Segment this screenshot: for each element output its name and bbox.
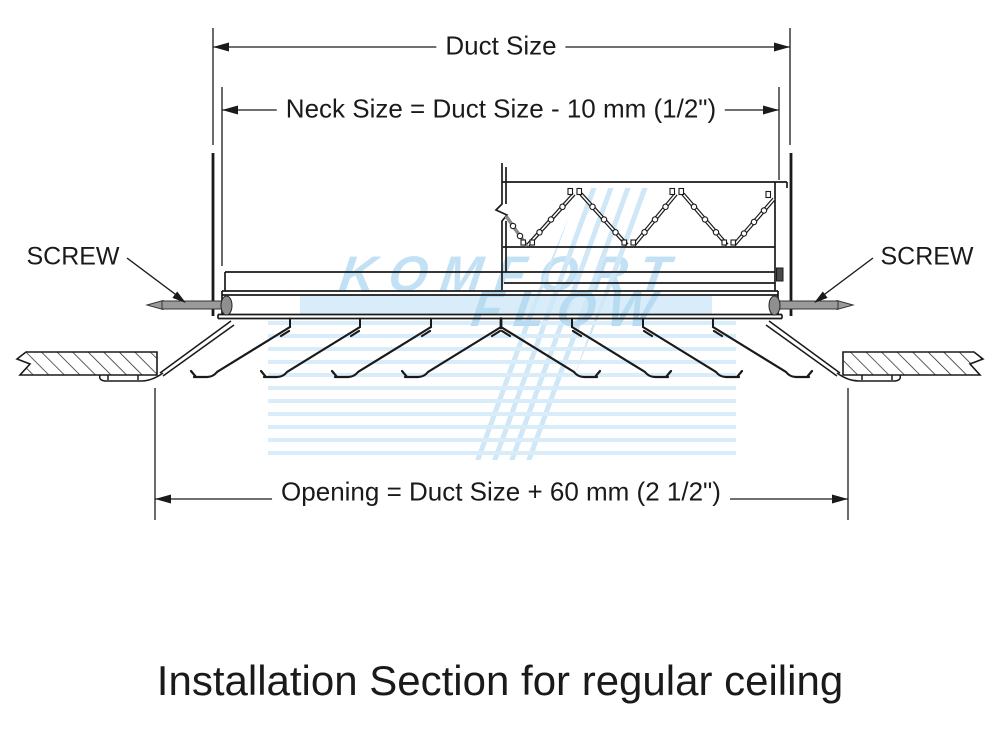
leader-lines — [126, 257, 874, 303]
arrow-right-icon — [832, 494, 848, 504]
ceiling-panels — [15, 351, 985, 376]
arrow-left-icon — [213, 42, 229, 52]
arrow-left-icon — [222, 105, 238, 115]
screw-right — [768, 295, 855, 316]
vanes-right — [499, 325, 814, 379]
damper-blades — [504, 187, 776, 248]
leader-screw-left — [126, 257, 186, 303]
screw-callout-left: SCREW — [26, 242, 120, 271]
damper-assembly — [494, 163, 788, 290]
leader-screw-right — [814, 257, 874, 303]
ceiling-panel-left — [15, 351, 158, 376]
mounting-clip — [776, 267, 784, 282]
duct-size-dimension-label: Duct Size — [436, 30, 566, 62]
arrow-left-icon — [155, 494, 171, 504]
screws — [145, 295, 855, 316]
arrow-right-icon — [763, 105, 779, 115]
blade-end-brackets — [520, 187, 772, 246]
leader-arrow-icon — [814, 291, 828, 303]
screw-left — [145, 295, 233, 316]
deflection-vanes — [189, 317, 814, 379]
neck-size-dimension-label: Neck Size = Duct Size - 10 mm (1/2") — [276, 93, 726, 125]
blade-pivots — [509, 203, 768, 240]
ceiling-panel-right — [842, 351, 985, 376]
vanes-left — [189, 325, 503, 379]
diffuser-frame — [217, 271, 783, 320]
leader-arrow-icon — [172, 291, 186, 303]
arrow-right-icon — [774, 42, 790, 52]
diagram-title: Installation Section for regular ceiling — [156, 657, 844, 704]
duct-walls — [211, 153, 793, 316]
opening-dimension-label: Opening = Duct Size + 60 mm (2 1/2") — [272, 476, 730, 508]
screw-callout-right: SCREW — [880, 242, 974, 271]
